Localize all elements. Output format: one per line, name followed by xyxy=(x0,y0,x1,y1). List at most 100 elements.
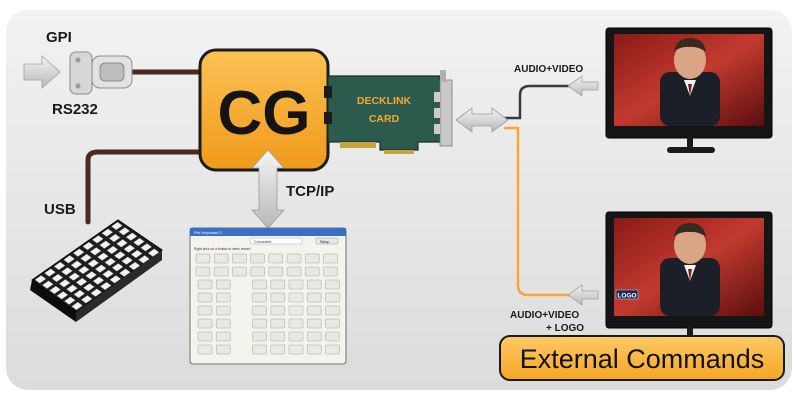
panel-grid-button[interactable] xyxy=(323,253,338,264)
label-rs232: RS232 xyxy=(52,101,98,118)
logo-overlay-box xyxy=(615,289,639,300)
panel-grid-button[interactable] xyxy=(305,266,320,277)
panel-grid-button[interactable] xyxy=(268,253,283,264)
panel-grid-button[interactable] xyxy=(197,318,213,329)
label-audio-video-logo-1: AUDIO+VIDEO xyxy=(510,310,579,321)
keypad-key xyxy=(61,267,73,276)
cables xyxy=(85,69,577,297)
panel-grid-button[interactable] xyxy=(197,305,213,316)
keypad-key xyxy=(49,285,61,295)
panel-grid-button[interactable] xyxy=(307,331,322,342)
panel-grid-button[interactable] xyxy=(270,279,285,290)
card-output-double-arrow xyxy=(455,107,509,133)
keypad-key xyxy=(80,253,92,263)
keypad-key xyxy=(34,275,47,284)
panel-grid-button[interactable] xyxy=(286,253,302,264)
monitor-audio-video-logo xyxy=(605,211,773,343)
keypad-key xyxy=(108,233,121,243)
panel-grid-button[interactable] xyxy=(252,318,267,329)
keypad-key xyxy=(42,280,54,289)
panel-grid-button[interactable] xyxy=(288,318,304,329)
external-commands-text: External Commands xyxy=(520,344,765,374)
panel-grid-button[interactable] xyxy=(270,331,285,342)
panel-grid-button[interactable] xyxy=(325,318,340,329)
panel-window-title: Pro Keyboard 2 xyxy=(194,230,223,235)
panel-grid-button[interactable] xyxy=(197,344,213,355)
panel-grid-button[interactable] xyxy=(250,253,265,264)
panel-grid-button[interactable] xyxy=(307,318,322,329)
keypad-key xyxy=(78,265,90,275)
panel-grid-button[interactable] xyxy=(213,266,229,277)
panel-grid-button[interactable] xyxy=(325,279,340,290)
keypad-key xyxy=(82,241,94,251)
panel-grid-button[interactable] xyxy=(232,253,247,264)
keypad-key xyxy=(87,259,100,268)
keypad-key xyxy=(94,264,107,273)
panel-grid-button[interactable] xyxy=(307,305,322,316)
keypad-key xyxy=(111,221,123,231)
keypad-key xyxy=(44,268,56,277)
keypad-key xyxy=(114,251,126,260)
panel-grid-button[interactable] xyxy=(215,331,231,342)
keypad-key xyxy=(56,291,69,300)
panel-grid-button[interactable] xyxy=(197,279,213,290)
panel-grid-button[interactable] xyxy=(213,253,229,264)
panel-grid-button[interactable] xyxy=(270,344,285,355)
panel-grid-button[interactable] xyxy=(252,331,267,342)
keypad-key xyxy=(85,271,97,280)
keypad-key xyxy=(64,296,76,305)
panel-grid-button[interactable] xyxy=(288,292,304,303)
panel-grid-button[interactable] xyxy=(286,266,302,277)
panel-grid-button[interactable] xyxy=(215,318,231,329)
keypad-key xyxy=(83,283,95,292)
panel-grid-button[interactable] xyxy=(232,266,247,277)
keypad-key xyxy=(89,247,102,256)
panel-grid-button[interactable] xyxy=(307,292,322,303)
panel-grid-button[interactable] xyxy=(215,305,231,316)
label-cg: CG xyxy=(218,79,311,148)
label-gpi: GPI xyxy=(46,29,72,46)
monitor-audio-video xyxy=(605,27,773,153)
panel-grid-button[interactable] xyxy=(252,279,267,290)
panel-grid-button[interactable] xyxy=(288,344,304,355)
panel-grid-button[interactable] xyxy=(252,292,267,303)
keypad-key xyxy=(51,273,64,283)
panel-instruction-text: Right click on a button to view/ record xyxy=(194,247,250,251)
panel-grid-button[interactable] xyxy=(195,266,211,277)
panel-grid-button[interactable] xyxy=(325,292,340,303)
panel-grid-button[interactable] xyxy=(325,344,340,355)
panel-grid-button[interactable] xyxy=(197,331,213,342)
panel-grid-button[interactable] xyxy=(288,279,304,290)
keypad-key xyxy=(99,240,111,249)
external-commands-badge xyxy=(499,335,785,381)
panel-grid-button[interactable] xyxy=(215,279,231,290)
panel-grid-button[interactable] xyxy=(307,344,322,355)
panel-grid-button[interactable] xyxy=(288,331,304,342)
panel-grid-button[interactable] xyxy=(270,318,285,329)
panel-grid-button[interactable] xyxy=(305,253,320,264)
panel-grid-button[interactable] xyxy=(252,344,267,355)
keypad-key xyxy=(72,248,85,257)
panel-grid-button[interactable] xyxy=(270,305,285,316)
panel-grid-button[interactable] xyxy=(197,292,213,303)
keypad-key xyxy=(111,263,124,272)
panel-grid-button[interactable] xyxy=(250,266,265,277)
panel-grid-button[interactable] xyxy=(307,279,322,290)
panel-grid-button[interactable] xyxy=(195,253,211,264)
panel-grid-button[interactable] xyxy=(215,344,231,355)
panel-grid-button[interactable] xyxy=(268,266,283,277)
panel-grid-button[interactable] xyxy=(323,266,338,277)
panel-grid-button[interactable] xyxy=(325,331,340,342)
keypad-key xyxy=(92,276,105,285)
decklink-card xyxy=(324,70,453,154)
panel-grid-button[interactable] xyxy=(325,305,340,316)
label-audio-video: AUDIO+VIDEO xyxy=(514,64,583,75)
monitor-bottom-input-arrow xyxy=(567,284,599,306)
usb-cable xyxy=(85,149,205,225)
panel-grid-button[interactable] xyxy=(252,305,267,316)
panel-grid-button[interactable] xyxy=(215,292,231,303)
keypad-key xyxy=(97,252,109,261)
panel-setup-button[interactable] xyxy=(315,237,339,245)
panel-grid-button[interactable] xyxy=(270,292,285,303)
panel-grid-button[interactable] xyxy=(288,305,304,316)
